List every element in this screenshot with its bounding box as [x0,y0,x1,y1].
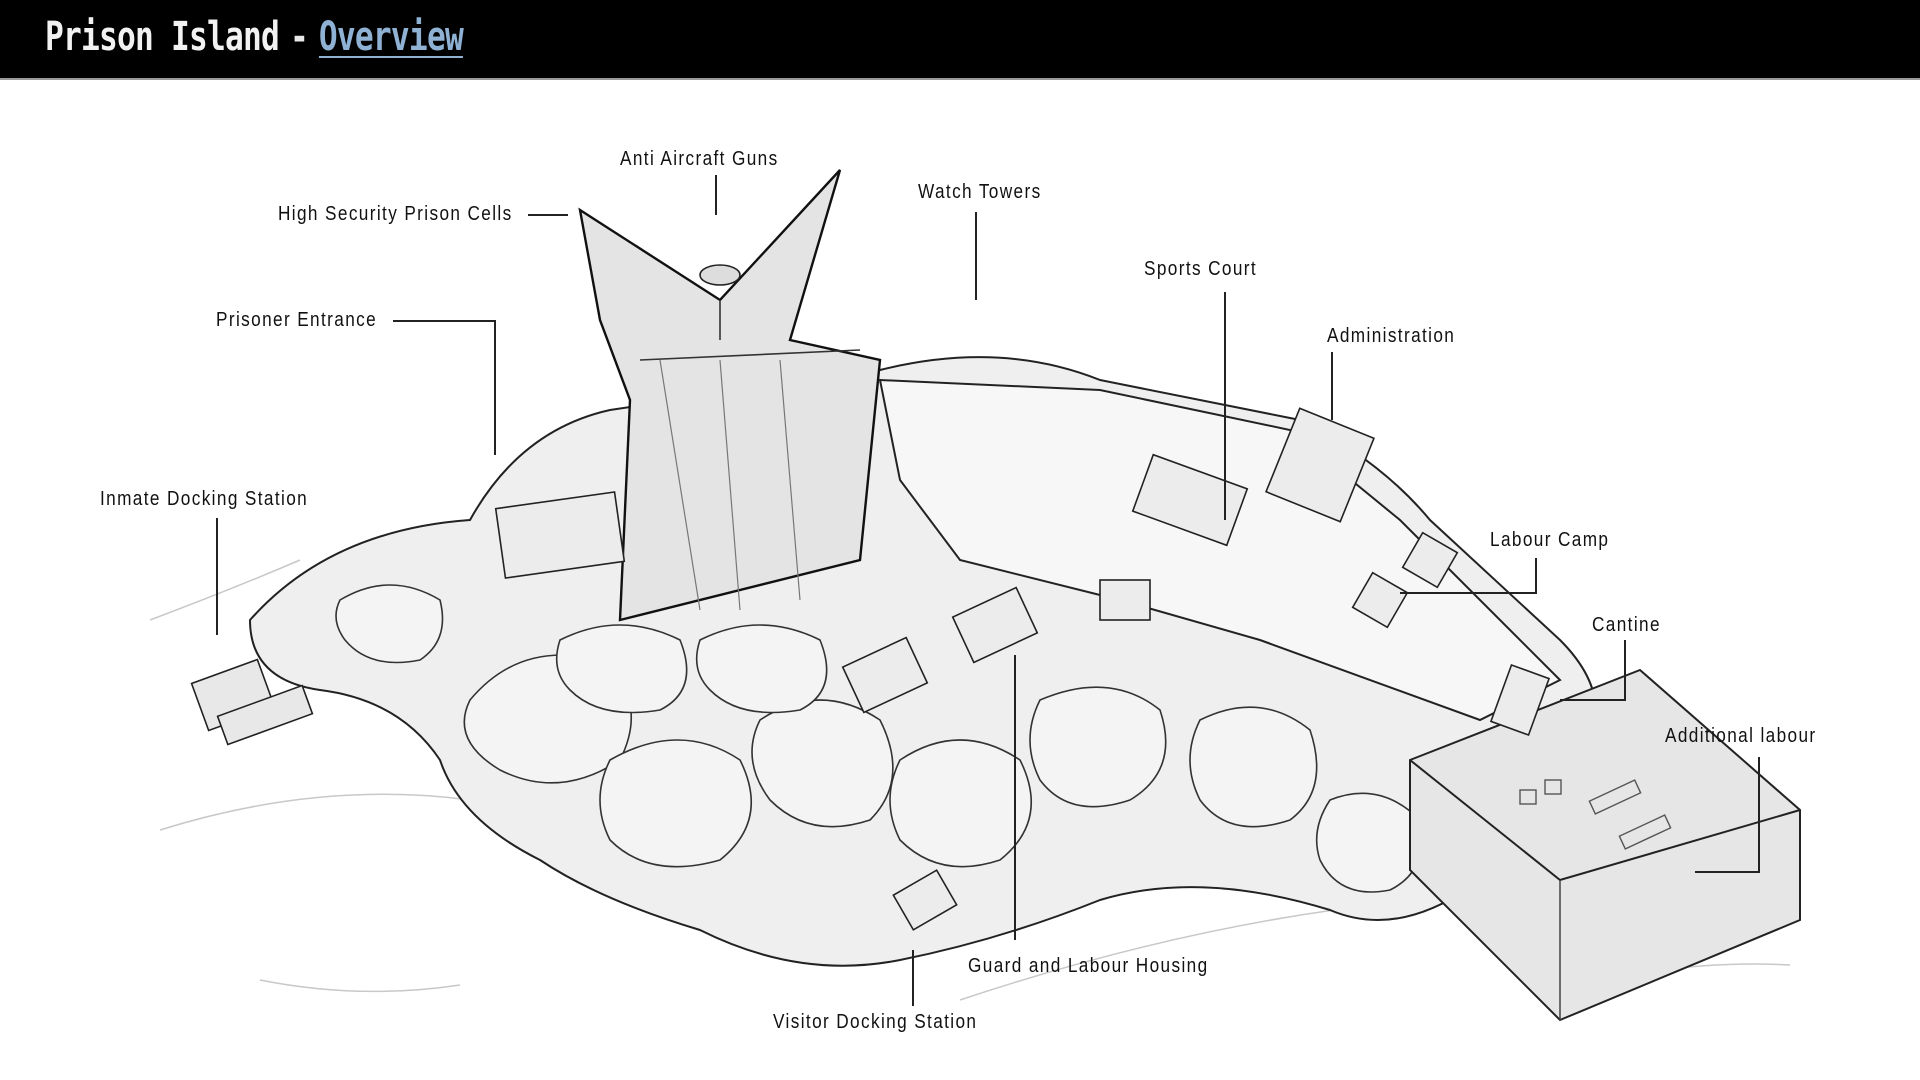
header-bar: Prison Island-Overview [0,0,1920,80]
island-sketch [149,169,1801,1022]
label-watch-towers: Watch Towers [918,181,1042,203]
island-illustration [0,80,1920,1080]
title-sub: Overview [318,14,464,60]
label-anti-aircraft-guns: Anti Aircraft Guns [620,148,779,170]
label-labour-camp: Labour Camp [1490,529,1610,551]
label-prisoner-entrance: Prisoner Entrance [216,309,378,331]
label-high-security-prison-cells: High Security Prison Cells [278,203,513,225]
label-visitor-docking-station: Visitor Docking Station [773,1011,978,1033]
leader-lines [216,175,1760,1006]
label-inmate-docking-station: Inmate Docking Station [100,488,309,510]
page-title: Prison Island-Overview [45,14,464,60]
title-separator: - [289,14,309,60]
label-cantine: Cantine [1592,614,1661,636]
label-administration: Administration [1327,325,1456,347]
label-guard-and-labour-housing: Guard and Labour Housing [968,955,1209,977]
title-main: Prison Island [45,14,280,60]
label-additional-labour: Additional labour [1665,725,1817,747]
label-sports-court: Sports Court [1144,258,1258,280]
